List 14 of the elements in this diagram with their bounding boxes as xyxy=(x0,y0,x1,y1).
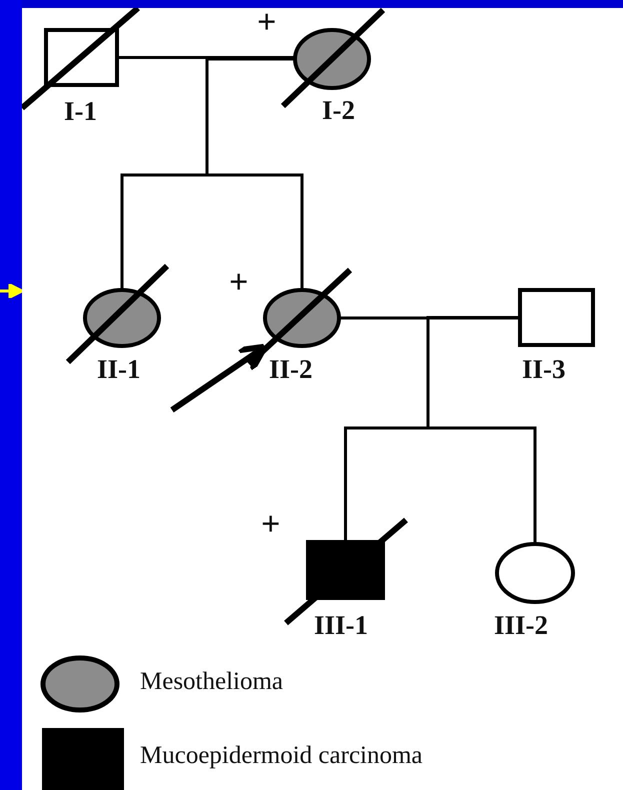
deceased-mark: + xyxy=(257,8,276,38)
individual-label: III-2 xyxy=(494,612,548,639)
proband-arrow xyxy=(170,344,268,412)
individual-label: I-2 xyxy=(322,97,355,124)
deceased-mark: + xyxy=(229,268,248,298)
legend-label: Mucoepidermoid carcinoma xyxy=(140,742,423,770)
individual-label: II-3 xyxy=(522,356,566,383)
individual-label: III-1 xyxy=(314,612,368,639)
legend-label: Mesothelioma xyxy=(140,668,284,696)
individual-label: II-1 xyxy=(97,356,141,383)
individual-label: II-2 xyxy=(269,356,313,383)
descent-line xyxy=(426,316,536,544)
individual-label: I-1 xyxy=(64,98,97,125)
deceased-mark: + xyxy=(261,510,280,540)
